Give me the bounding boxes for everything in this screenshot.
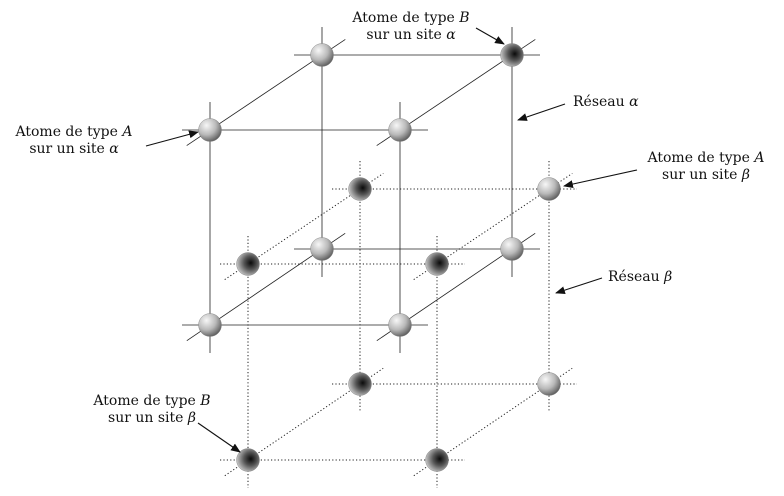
beta-lattice-lines [220, 161, 577, 488]
atom-b-beta-bfl [236, 448, 260, 472]
atom-b-beta-tfl [236, 252, 260, 276]
label-reseau-beta: Réseau β [608, 269, 673, 285]
beta-edge-tfr-tbr [413, 172, 573, 281]
arrow-reseau-beta [555, 277, 603, 295]
beta-edge-tfl-tbl [224, 172, 384, 281]
atom-a-alpha-tfr [388, 118, 412, 142]
arrow-atom-a-beta [563, 169, 638, 188]
atom-a-alpha-bbr [500, 237, 524, 261]
label-reseau-alpha: Réseau α [573, 94, 639, 110]
arrow-reseau-alpha [517, 103, 566, 121]
atom-b-alpha-tbr [500, 43, 524, 67]
label-atom-b-alpha: Atome de type B sur un site α [352, 10, 470, 43]
label-atom-b-beta: Atome de type B sur un site β [93, 393, 211, 426]
atom-b-beta-bbl [348, 372, 372, 396]
arrow-atom-a-alpha [145, 130, 199, 147]
atom-b-beta-tfr [425, 252, 449, 276]
annotation-arrows [145, 27, 638, 453]
atom-b-beta-bfr [425, 448, 449, 472]
atom-a-beta-bbr [537, 372, 561, 396]
arrow-atom-b-alpha [475, 27, 505, 45]
atom-a-alpha-tbl [310, 43, 334, 67]
beta-edge-bfl-bbl [224, 367, 384, 477]
arrow-atom-b-beta [197, 422, 241, 453]
atom-a-alpha-bfl [198, 313, 222, 337]
label-atom-a-alpha: Atome de type A sur un site α [15, 124, 133, 157]
atom-a-alpha-tfl [198, 118, 222, 142]
atom-a-alpha-bfr [388, 313, 412, 337]
beta-edge-bfr-bbr [413, 367, 573, 477]
label-atom-a-beta: Atome de type A sur un site β [647, 150, 765, 183]
atom-a-alpha-bbl [310, 237, 334, 261]
atoms [198, 43, 561, 472]
atom-a-beta-tbr [537, 177, 561, 201]
atom-b-beta-tbl [348, 177, 372, 201]
